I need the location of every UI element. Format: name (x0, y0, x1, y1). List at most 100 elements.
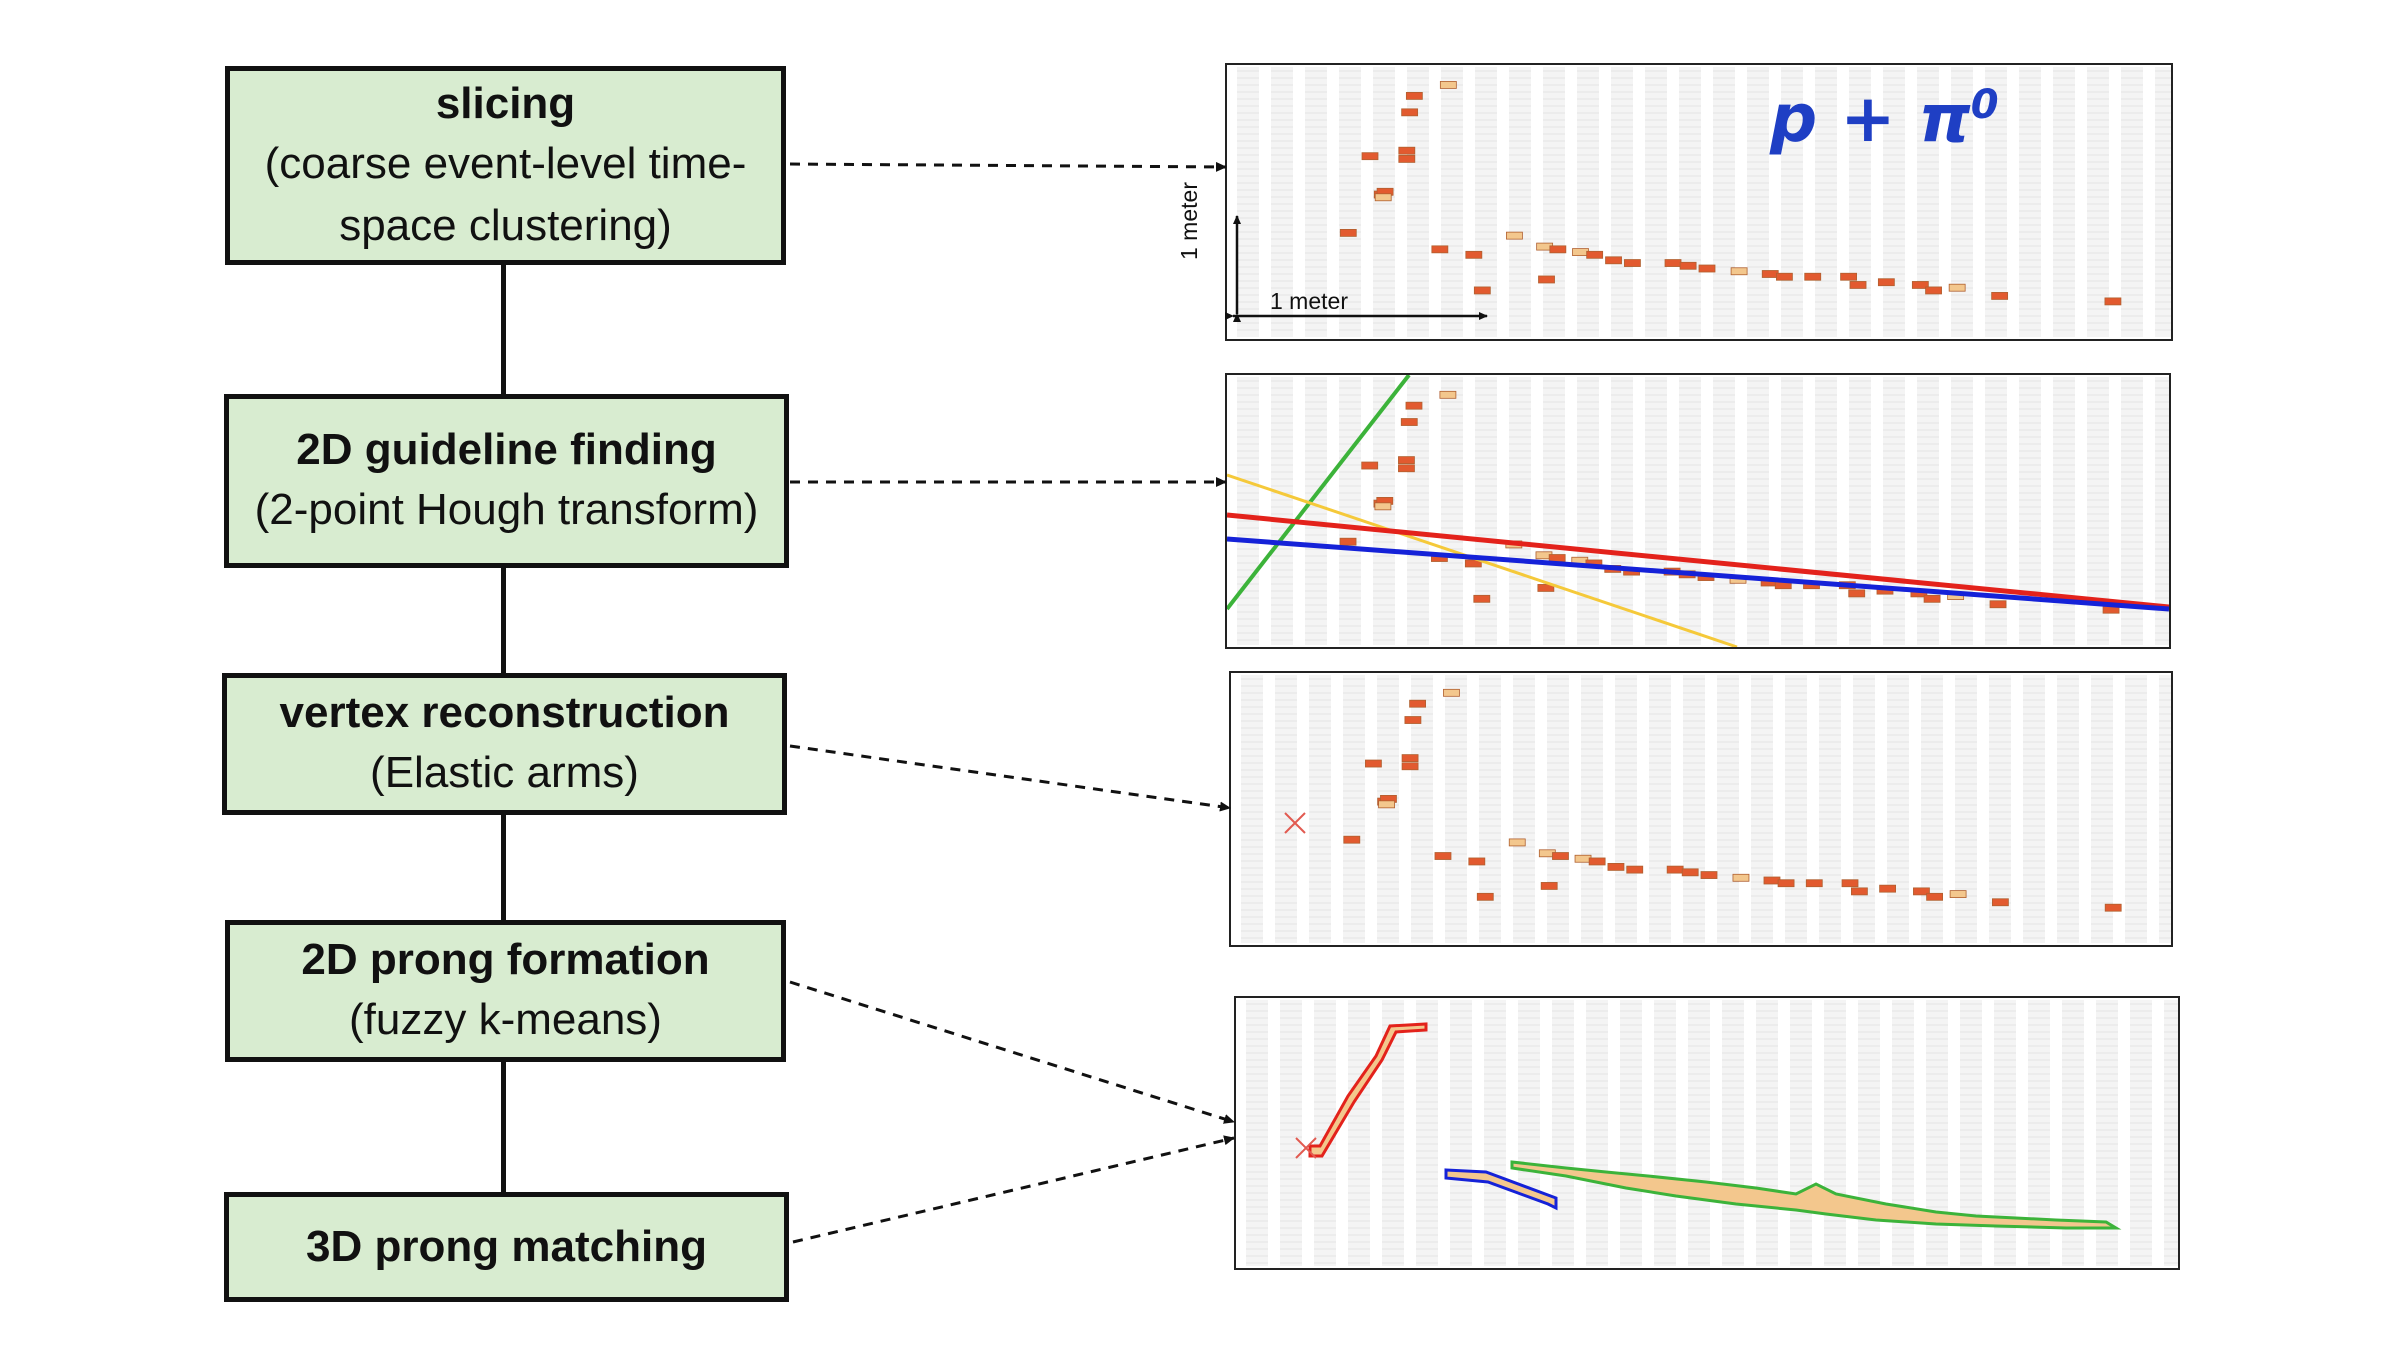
hit (1431, 245, 1449, 254)
step-title: vertex reconstruction (279, 688, 730, 737)
prong-red (1308, 1022, 1428, 1158)
hit (1851, 887, 1868, 896)
hit (1538, 275, 1555, 284)
step-subtitle: (fuzzy k-means) (349, 995, 662, 1044)
hit (1398, 146, 1416, 155)
hit (1732, 873, 1750, 882)
hit (1698, 264, 1716, 273)
hit (1730, 267, 1748, 276)
hough-line-green (1227, 375, 1411, 611)
scale-label-horizontal: 1 meter (1270, 288, 1348, 314)
hit (1679, 261, 1697, 270)
hit (1443, 688, 1460, 697)
step-subtitle: space clustering) (339, 200, 672, 250)
chain-line-2 (501, 566, 506, 674)
hit (1841, 879, 1859, 888)
hit (1405, 401, 1423, 410)
event-display-slicing (1225, 63, 2173, 341)
step-slicing: slicing (coarse event-level time- space … (225, 66, 786, 265)
hit (1401, 754, 1419, 762)
hit (1540, 882, 1558, 890)
step-title: slicing (435, 78, 576, 128)
hit (1476, 892, 1494, 901)
hit (1464, 559, 1482, 568)
hit (1877, 278, 1895, 287)
event-display-hough-lines (1225, 373, 2171, 649)
hit (1537, 584, 1555, 592)
hit (1468, 857, 1486, 866)
hit (1398, 155, 1416, 163)
hit (1549, 245, 1567, 254)
panel-canvas (1246, 1000, 2178, 1266)
hit (1804, 272, 1822, 281)
hit (1840, 272, 1857, 281)
hit (1473, 594, 1491, 603)
hit (1989, 600, 2007, 609)
event-display-prongs (1234, 996, 2180, 1270)
hit (1398, 464, 1415, 473)
hit (1404, 716, 1422, 724)
hit (2104, 297, 2122, 306)
prong-blue (1444, 1168, 1558, 1211)
hit (1439, 81, 1457, 89)
hit (1365, 759, 1382, 768)
hit (1465, 250, 1483, 259)
hit (1343, 835, 1361, 844)
hit (1361, 461, 1379, 470)
hit (1911, 281, 1929, 289)
step-subtitle: (coarse event-level time- (264, 138, 747, 188)
hit (1879, 884, 1896, 893)
hit (1849, 281, 1867, 289)
hit (1913, 887, 1930, 896)
hit (1700, 871, 1718, 879)
arrow-slicing (789, 161, 1227, 172)
arrow-matching (792, 1135, 1235, 1244)
step-prong-formation: 2D prong formation (fuzzy k-means) (225, 920, 786, 1062)
vertex-x-icon (1295, 1137, 1317, 1159)
event-label: p + π0 (1770, 80, 1999, 157)
hit (1378, 800, 1395, 809)
hit (1948, 283, 1966, 292)
hit (1992, 898, 2009, 907)
hit (1400, 418, 1418, 426)
hit (2104, 903, 2122, 912)
hit (1401, 108, 1419, 117)
hit (1374, 193, 1392, 202)
hit (1405, 91, 1423, 100)
panel-canvas (1237, 67, 2171, 337)
event-display-vertex (1229, 671, 2173, 947)
step-vertex-reconstruction: vertex reconstruction (Elastic arms) (222, 673, 787, 815)
vertex-x-icon (1284, 812, 1306, 834)
hit (1626, 865, 1644, 874)
step-subtitle: (Elastic arms) (370, 748, 639, 797)
hit (1607, 862, 1625, 871)
chain-line-4 (501, 1060, 506, 1194)
step-title: 2D prong formation (301, 935, 710, 984)
chain-line-1 (501, 263, 506, 397)
step-subtitle: (2-point Hough transform) (254, 485, 759, 534)
hit (1588, 857, 1606, 866)
chain-line-3 (501, 813, 506, 921)
hit (1923, 594, 1941, 603)
hit (1508, 838, 1526, 847)
hit (1777, 879, 1795, 888)
hit (1473, 286, 1491, 295)
hit (1681, 868, 1699, 877)
event-label-superscript: 0 (1970, 82, 1999, 128)
panel-canvas (1241, 675, 2171, 943)
arrow-vertex (789, 744, 1231, 812)
hit (1624, 259, 1641, 267)
hough-line-yellow (1227, 473, 1738, 647)
hit (1949, 890, 1967, 899)
hit (1434, 852, 1452, 860)
hit (1925, 286, 1942, 295)
hit (1926, 892, 1943, 901)
step-title: 3D prong matching (306, 1222, 707, 1271)
hit (1586, 250, 1604, 259)
prong-green (1510, 1160, 2122, 1230)
hit (1339, 537, 1357, 546)
arrow-prong (789, 980, 1235, 1124)
hit (1374, 502, 1392, 511)
